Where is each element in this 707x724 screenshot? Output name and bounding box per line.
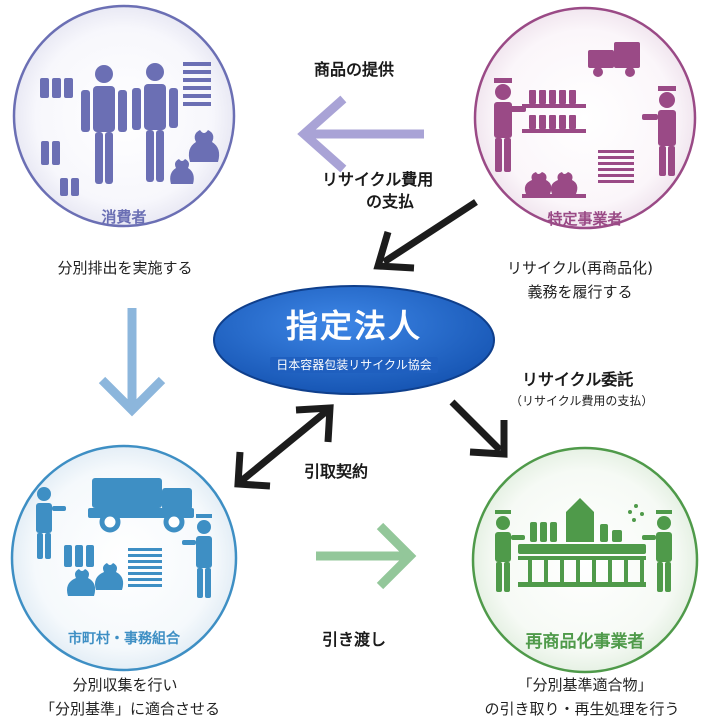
bag-icon (170, 130, 220, 184)
pickup-contract-label: 引取契約 (304, 462, 369, 481)
business-description-line1: リサイクル(再商品化) (507, 259, 653, 277)
fee-payment-arrow (373, 199, 478, 272)
business-label: 特定事業者 (547, 210, 623, 228)
municipality-illustration (36, 478, 212, 598)
consumer-illustration (40, 62, 220, 196)
product-supply-label: 商品の提供 (314, 60, 395, 79)
consumer-description: 分別排出を実施する (57, 259, 193, 277)
recycling-commission-note: （リサイクル費用の支払） (510, 394, 654, 408)
recycling-commission-label: リサイクル委託 (522, 370, 634, 389)
consumer-label: 消費者 (101, 208, 147, 226)
corporation-subtitle-wrap: 日本容器包装リサイクル協会 (254, 354, 454, 374)
conveyor-icon (518, 544, 646, 587)
bottle-icon (64, 545, 94, 567)
handover-arrow (316, 522, 417, 590)
person-icon (642, 510, 672, 592)
handover-label: 引き渡し (322, 630, 387, 649)
bottle-icon (40, 78, 79, 196)
person-icon (81, 65, 127, 184)
truck-icon (588, 42, 640, 77)
shelf-icon (522, 90, 586, 133)
truck-icon (88, 478, 194, 533)
municipality-description-line1: 分別収集を行い (72, 676, 178, 694)
recycler-illustration (495, 498, 672, 592)
product-supply-arrow (297, 95, 424, 173)
recycler-node (471, 446, 699, 674)
document-icon (128, 548, 162, 587)
pickup-contract-arrow (234, 404, 334, 490)
factory-icon (566, 498, 594, 542)
document-icon (183, 62, 211, 106)
recycler-description-line1: 「分別基準適合物」 (517, 676, 653, 694)
business-node (473, 6, 697, 230)
discharge-arrow (98, 308, 166, 417)
recycling-fee-label-line2: の支払 (366, 192, 415, 211)
bag-icon (522, 172, 586, 198)
person-icon (132, 63, 178, 182)
corporation-subtitle: 日本容器包装リサイクル協会 (270, 357, 438, 373)
business-illustration (494, 42, 676, 198)
corporation-title: 指定法人 (285, 307, 422, 345)
business-description-line2: 義務を履行する (527, 283, 633, 301)
bag-icon (67, 563, 124, 596)
person-icon (642, 86, 676, 176)
person-icon (494, 78, 526, 172)
municipality-description-line2: 「分別基準」に適合させる (39, 700, 220, 718)
municipality-label: 市町村・事務組合 (68, 631, 180, 647)
person-icon (182, 514, 212, 598)
recycler-label: 再商品化事業者 (525, 632, 645, 652)
consumer-node (12, 4, 236, 228)
municipality-node (10, 444, 238, 672)
recycler-description-line2: の引き取り・再生処理を行う (484, 700, 680, 718)
person-icon (495, 510, 525, 592)
person-icon (36, 487, 66, 559)
commission-arrow (449, 399, 508, 458)
recycling-fee-label-line1: リサイクル費用 (322, 170, 434, 189)
bottle-icon (530, 522, 622, 542)
document-icon (598, 150, 634, 183)
